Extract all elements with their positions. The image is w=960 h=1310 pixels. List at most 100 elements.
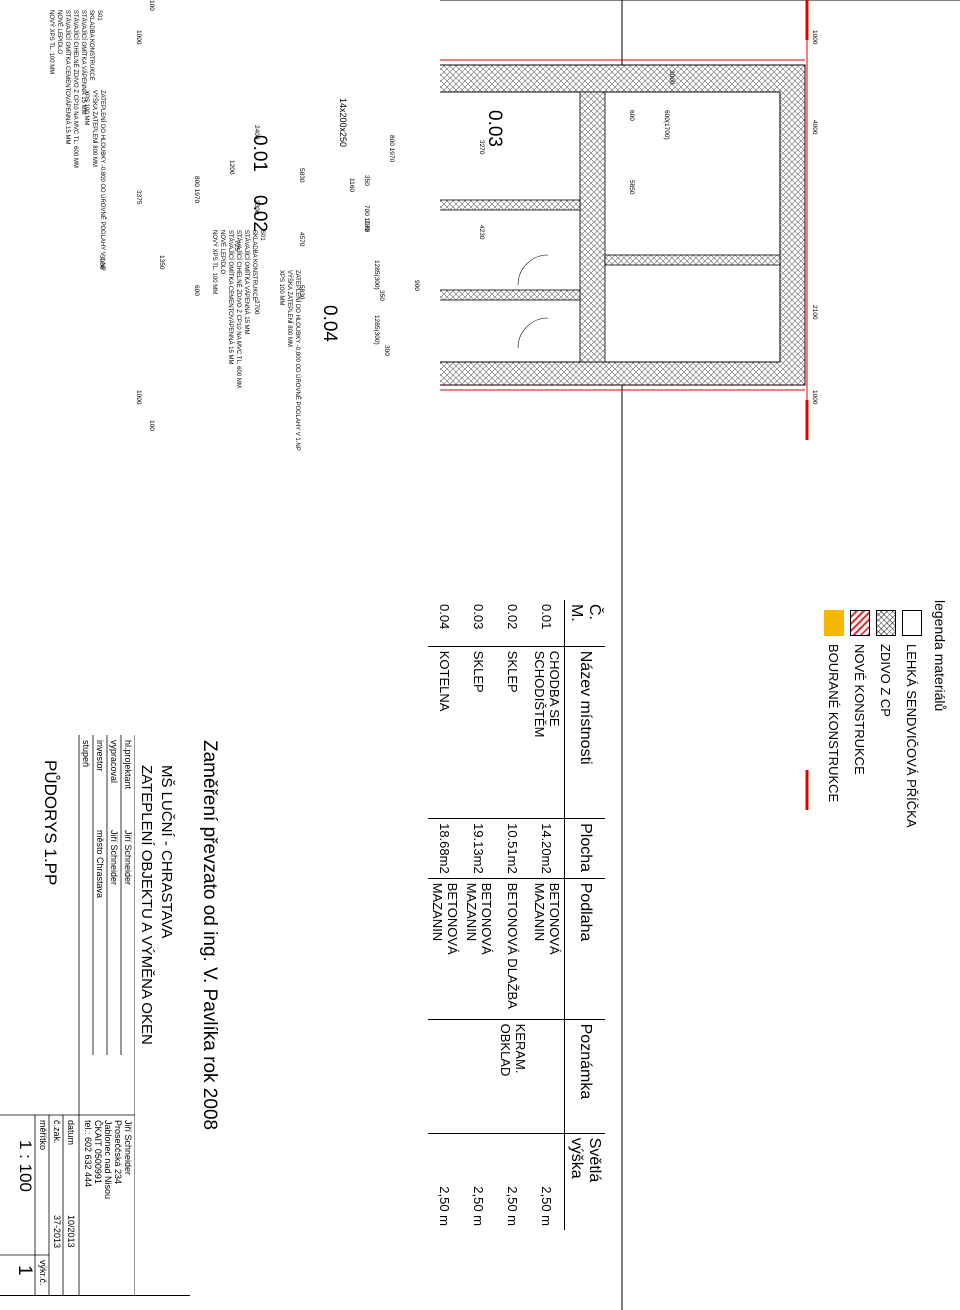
source-note: Zaměření převzato od ing. V. Pavlíka rok… bbox=[199, 740, 220, 1131]
room-label-004: 0.04 bbox=[319, 305, 340, 342]
col-floor: Podlaha bbox=[564, 878, 605, 1020]
cell: 0.03 bbox=[462, 600, 496, 647]
table-row: 0.01 CHODBA SE SCHODIŠTĚM 14.20m2 BETONO… bbox=[530, 600, 565, 1230]
drawing-title: PŮDORYS 1.PP bbox=[41, 760, 60, 886]
cell bbox=[462, 1019, 496, 1134]
dim-5830a: 5830 bbox=[298, 168, 305, 183]
table-row: 0.04 KOTELNA 18.68m2 BETONOVÁ MAZANIN 2,… bbox=[428, 600, 462, 1230]
dim-1160: 1160 bbox=[348, 178, 355, 192]
dim-4570: 4570 bbox=[298, 232, 305, 247]
dim-1350a: 1350 bbox=[158, 255, 165, 270]
cell: KERAM. OBKLAD bbox=[496, 1019, 530, 1134]
col-note: Poznámka bbox=[564, 1019, 605, 1134]
dim-350b: 350 bbox=[378, 290, 385, 301]
col-number: Č. M. bbox=[564, 600, 605, 647]
room-label-001: 0.01 bbox=[249, 135, 270, 172]
cell: SKLEP bbox=[496, 646, 530, 819]
dim-edge-100a: 100 bbox=[148, 0, 155, 11]
legend-item-demolished: BOURANÉ KONSTRUKCE bbox=[824, 610, 844, 802]
legend-item-brick: ZDIVO Z CP bbox=[876, 610, 896, 717]
cell: 0.01 bbox=[530, 600, 565, 647]
dim-5850: 5850 bbox=[628, 180, 635, 195]
swatch-red-hatch-icon bbox=[850, 610, 870, 636]
cell: 2,50 m bbox=[437, 1186, 453, 1226]
legend-item-light-partition: LEHKÁ SENDVIČOVÁ PŘÍČKA bbox=[902, 610, 922, 828]
cell: 0.04 bbox=[428, 600, 462, 647]
tb-address-5: tel.: 602 632 444 bbox=[83, 1120, 93, 1188]
tb-meta-label-meritko: měřítko bbox=[38, 1120, 48, 1151]
table-row: 0.02 SKLEP 10.51m2 BETONOVÁ DLAŽBA KERAM… bbox=[496, 600, 530, 1230]
door-2: 800 1970 bbox=[193, 176, 200, 204]
table-row: 0.03 SKLEP 19.13m2 BETONOVÁ MAZANIN 2,50… bbox=[462, 600, 496, 1230]
dim-4230: 4230 bbox=[478, 225, 485, 240]
tb-label-projektant: hl.projektant bbox=[123, 740, 133, 790]
door-1: 800 1970 bbox=[388, 135, 395, 163]
tb-address-1: Jiří Schneider bbox=[123, 1120, 133, 1176]
legend-title: legenda materiálů bbox=[932, 600, 948, 712]
room-label-003: 0.03 bbox=[484, 110, 505, 147]
dim-bottom-8: 3375 bbox=[135, 190, 142, 205]
swatch-white-icon bbox=[902, 610, 922, 636]
room-table: Č. M. Název místnosti Plocha Podlaha Poz… bbox=[428, 600, 605, 1230]
title-block-grid bbox=[0, 735, 135, 1295]
dim-top-4: 1000 bbox=[811, 390, 818, 405]
dim-2700: 2700 bbox=[253, 300, 260, 315]
tb-meta-meritko: 1 : 100 bbox=[16, 1140, 35, 1192]
cell: BETONOVÁ MAZANIN bbox=[530, 878, 565, 1020]
dim-350a: 350 bbox=[363, 175, 370, 186]
cell: BETONOVÁ MAZANIN bbox=[462, 878, 496, 1020]
tb-address-2: Proseččská 234 bbox=[113, 1120, 123, 1185]
dim-top-3: 2100 bbox=[811, 305, 818, 320]
project-line-1: MŠ LUČNÍ - CHRASTAVA bbox=[158, 765, 175, 939]
tb-label-investor: investor bbox=[95, 740, 105, 772]
cell: 14.20m2 bbox=[530, 818, 565, 879]
tb-address-4: ČKAIT 0500991 bbox=[93, 1120, 103, 1184]
tb-meta-label-datum: datum bbox=[66, 1120, 76, 1146]
cell: 18.68m2 bbox=[428, 818, 462, 879]
cell bbox=[530, 1019, 565, 1134]
dim-1200: 1200 bbox=[228, 160, 235, 175]
col-area: Plocha bbox=[564, 818, 605, 879]
cell: SKLEP bbox=[462, 646, 496, 819]
tb-sheet-label: výkr.č. bbox=[38, 1260, 48, 1286]
dim-edge-100b: 100 bbox=[148, 420, 155, 431]
dim-1285a: 1285(300) bbox=[373, 260, 380, 290]
swatch-hatch-icon bbox=[876, 610, 896, 636]
tb-label-vypracoval: vypracoval bbox=[109, 740, 119, 784]
cell: BETONOVÁ MAZANIN bbox=[428, 878, 462, 1020]
dim-3000b: 3000 bbox=[668, 70, 675, 85]
legend-item-new: NOVÉ KONSTRUKCE bbox=[850, 610, 870, 775]
cell: CHODBA SE SCHODIŠTĚM bbox=[530, 646, 565, 819]
cell bbox=[428, 1019, 462, 1134]
cell: 10.51m2 bbox=[496, 818, 530, 879]
project-line-2: ZATEPLENÍ OBJEKTU A VÝMĚNA OKEN bbox=[138, 765, 155, 1045]
dim-1285b: 1285(300) bbox=[373, 315, 380, 345]
stairs-label: 14x200x250 bbox=[338, 98, 348, 148]
tb-meta-datum: 10/2013 bbox=[66, 1215, 76, 1248]
tb-value-vypracoval: Jiří Schneider bbox=[109, 830, 119, 886]
col-height: Světlá výška bbox=[564, 1133, 605, 1230]
cell: 2,50 m bbox=[471, 1186, 487, 1226]
tb-value-projektant: Jiří Schneider bbox=[123, 830, 133, 886]
cell: KOTELNA bbox=[428, 646, 462, 819]
dim-top-1: 1000 bbox=[811, 30, 818, 45]
dim-top-2: 4000 bbox=[811, 120, 818, 135]
cell: 2,50 m bbox=[505, 1186, 521, 1226]
tb-address-3: Jablonec nad Nisou bbox=[103, 1120, 113, 1200]
dim-300: 300 bbox=[383, 345, 390, 356]
swatch-yellow-icon bbox=[824, 610, 844, 636]
tb-meta-zak: 37-2013 bbox=[52, 1215, 62, 1249]
floor-plan bbox=[440, 0, 960, 1310]
dim-600w: 600(1700) bbox=[663, 110, 670, 140]
room-table-header: Č. M. Název místnosti Plocha Podlaha Poz… bbox=[564, 600, 605, 1230]
dim-900: 900 bbox=[413, 280, 420, 291]
dim-600: 600 bbox=[628, 110, 635, 121]
dim-bottom-1: 1000 bbox=[135, 30, 142, 45]
cell: 19.13m2 bbox=[462, 818, 496, 879]
cell: 0.02 bbox=[496, 600, 530, 647]
dim-bottom-9: 1000 bbox=[135, 390, 142, 405]
tb-value-investor: město Chrastava bbox=[95, 830, 105, 899]
cell: 2,50 m bbox=[539, 1186, 555, 1226]
door-3: 700 1970 bbox=[363, 205, 370, 233]
